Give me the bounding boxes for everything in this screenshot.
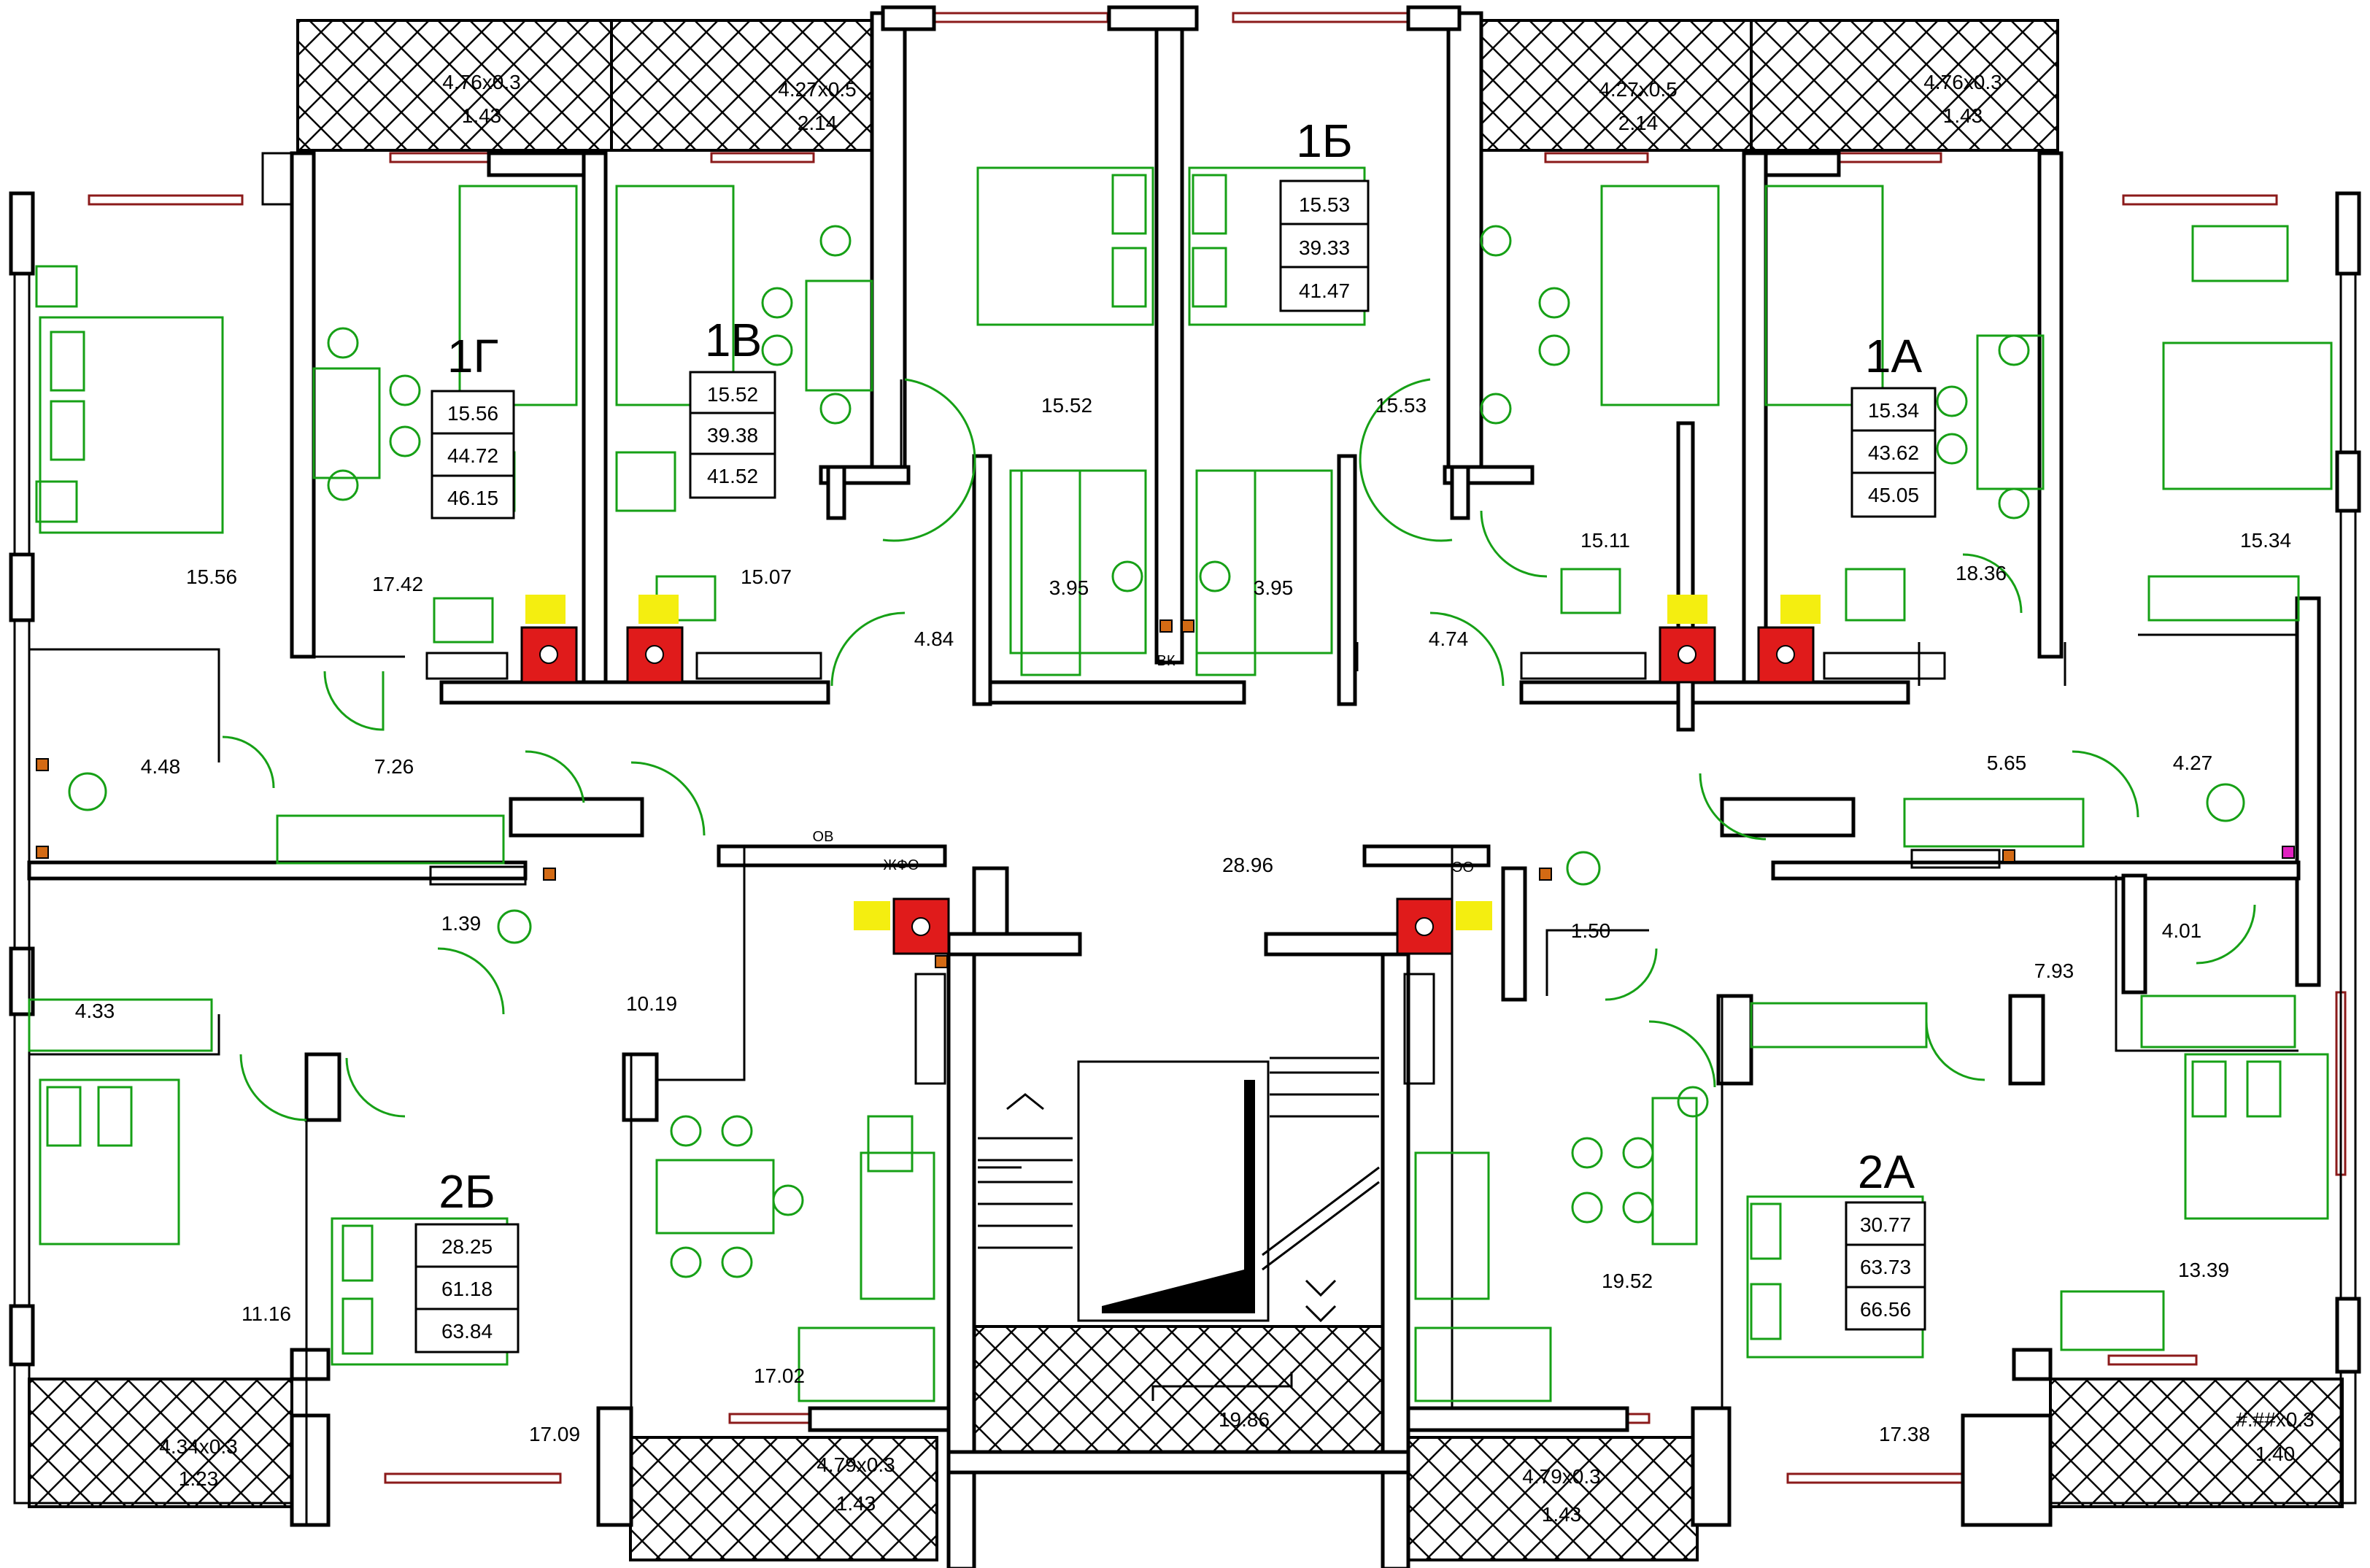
balcony-dims: 4.27x0.5 [1599,78,1677,101]
balcony-1g [296,19,613,152]
room-area: 15.07 [741,565,792,588]
balcony-dims: 4.27x0.5 [778,78,856,101]
vk-marker: ВК [1157,653,1176,669]
room-area: 17.09 [529,1423,580,1445]
balcony-dims: #.##x0.3 [2236,1408,2314,1431]
room-area: 7.26 [374,755,414,778]
balcony-area: 2.14 [798,112,838,134]
apartment-name: 1А [1865,330,1923,382]
partitions [28,152,2298,1525]
total-area: 41.52 [707,465,758,487]
balcony-2a-kitchen [1397,1436,1699,1561]
room-area: 3.95 [1049,576,1089,599]
balcony-dims: 4.79x0.3 [817,1453,895,1476]
balcony-dims: 4.76x0.3 [442,71,520,93]
balcony-1v [610,19,876,152]
room-area: 10.19 [626,992,677,1015]
room-area: 11.16 [242,1302,291,1325]
total-area: 66.56 [1860,1298,1911,1321]
room-area: 4.48 [141,755,181,778]
balcony-area: 1.23 [179,1467,219,1490]
room-area: 1.50 [1571,919,1611,942]
room-area: 19.86 [1219,1408,1270,1431]
apartment-2a: 2А 30.77 63.73 66.56 [1845,1146,1926,1331]
balcony-2b-left [28,1378,293,1508]
room-area: 4.01 [2162,919,2202,942]
apartment-1g: 1Г 15.56 44.72 46.15 [431,330,515,520]
apartment-1b: 1Б 15.53 39.33 41.47 [1279,115,1370,312]
total-area: 41.47 [1299,279,1350,302]
balcony-area: 1.43 [836,1492,876,1515]
room-area: 17.02 [754,1364,805,1387]
room-area: 13.39 [2178,1259,2229,1281]
total-area: 45.05 [1868,484,1919,506]
room-area: 15.56 [186,565,237,588]
apartment-name: 1Г [447,330,498,382]
balcony-area: 1.43 [462,104,502,127]
net-area: 39.33 [1299,236,1350,259]
room-area: 17.42 [372,573,423,595]
room-area: 4.33 [75,1000,115,1022]
net-area: 63.73 [1860,1256,1911,1278]
apartment-name: 2Б [439,1165,495,1218]
room-area: 15.53 [1375,394,1427,417]
room-area: 4.84 [914,627,954,650]
balcony-area: 2.14 [1618,112,1659,134]
room-area: 28.96 [1222,854,1273,876]
stair-up-arrow-icon [1006,1093,1044,1111]
zhfo-marker: ЖФО [883,857,919,873]
net-area: 44.72 [447,444,498,467]
total-area: 63.84 [441,1320,493,1343]
balcony-area: 1.43 [1542,1503,1582,1526]
balcony-dims: 4.79x0.3 [1522,1465,1600,1488]
furniture [28,166,2333,1402]
apartment-name: 1В [705,314,762,366]
balcony-1a [1750,19,2059,152]
net-area: 61.18 [441,1278,493,1300]
ov-marker: ОВ [813,829,834,845]
room-area: 15.11 [1580,529,1630,552]
room-area: 17.38 [1879,1423,1930,1445]
balconies [28,19,2344,1561]
balcony-dims: 4.76x0.3 [1923,71,2002,93]
apartment-name: 1Б [1296,115,1353,167]
room-area: 4.74 [1429,627,1469,650]
stairwell [973,1057,1384,1453]
net-area: 39.38 [707,424,758,447]
living-area: 28.25 [441,1235,493,1258]
living-area: 15.52 [707,383,758,406]
net-area: 43.62 [1868,441,1919,464]
room-area: 4.27 [2173,752,2213,774]
room-labels: 15.56 17.42 15.07 15.52 15.53 15.11 18.3… [75,394,2291,1445]
doors [222,378,2256,1121]
room-area: 3.95 [1254,576,1294,599]
eo-marker: ЭО [1452,860,1474,876]
apartment-2b: 2Б 28.25 61.18 63.84 [414,1165,520,1353]
living-area: 15.53 [1299,193,1350,216]
room-area: 15.34 [2240,529,2291,552]
balcony-labels: 4.76x0.3 1.43 4.27x0.5 2.14 4.27x0.5 2.1… [159,71,2314,1526]
utilities [36,595,2295,1085]
balcony-area: 1.40 [2255,1443,2296,1465]
balcony-dims: 4.34x0.3 [159,1435,237,1458]
total-area: 46.15 [447,487,498,509]
room-area: 19.52 [1602,1270,1653,1292]
stair-down-arrow-icon [1305,1305,1337,1323]
room-area: 15.52 [1041,394,1092,417]
living-area: 15.34 [1868,399,1919,422]
balcony-area: 1.43 [1943,104,1983,127]
balcony-2a [2049,1378,2344,1508]
balcony-1b-left [1472,19,1753,152]
apartment-1v: 1В 15.52 39.38 41.52 [689,314,776,499]
living-area: 30.77 [1860,1213,1911,1236]
living-area: 15.56 [447,402,498,425]
room-area: 1.39 [441,912,482,935]
apartment-1a: 1А 15.34 43.62 45.05 [1850,330,1937,518]
room-area: 18.36 [1956,562,2007,584]
apartment-name: 2А [1858,1146,1915,1198]
room-area: 7.93 [2034,959,2074,982]
room-area: 5.65 [1987,752,2027,774]
